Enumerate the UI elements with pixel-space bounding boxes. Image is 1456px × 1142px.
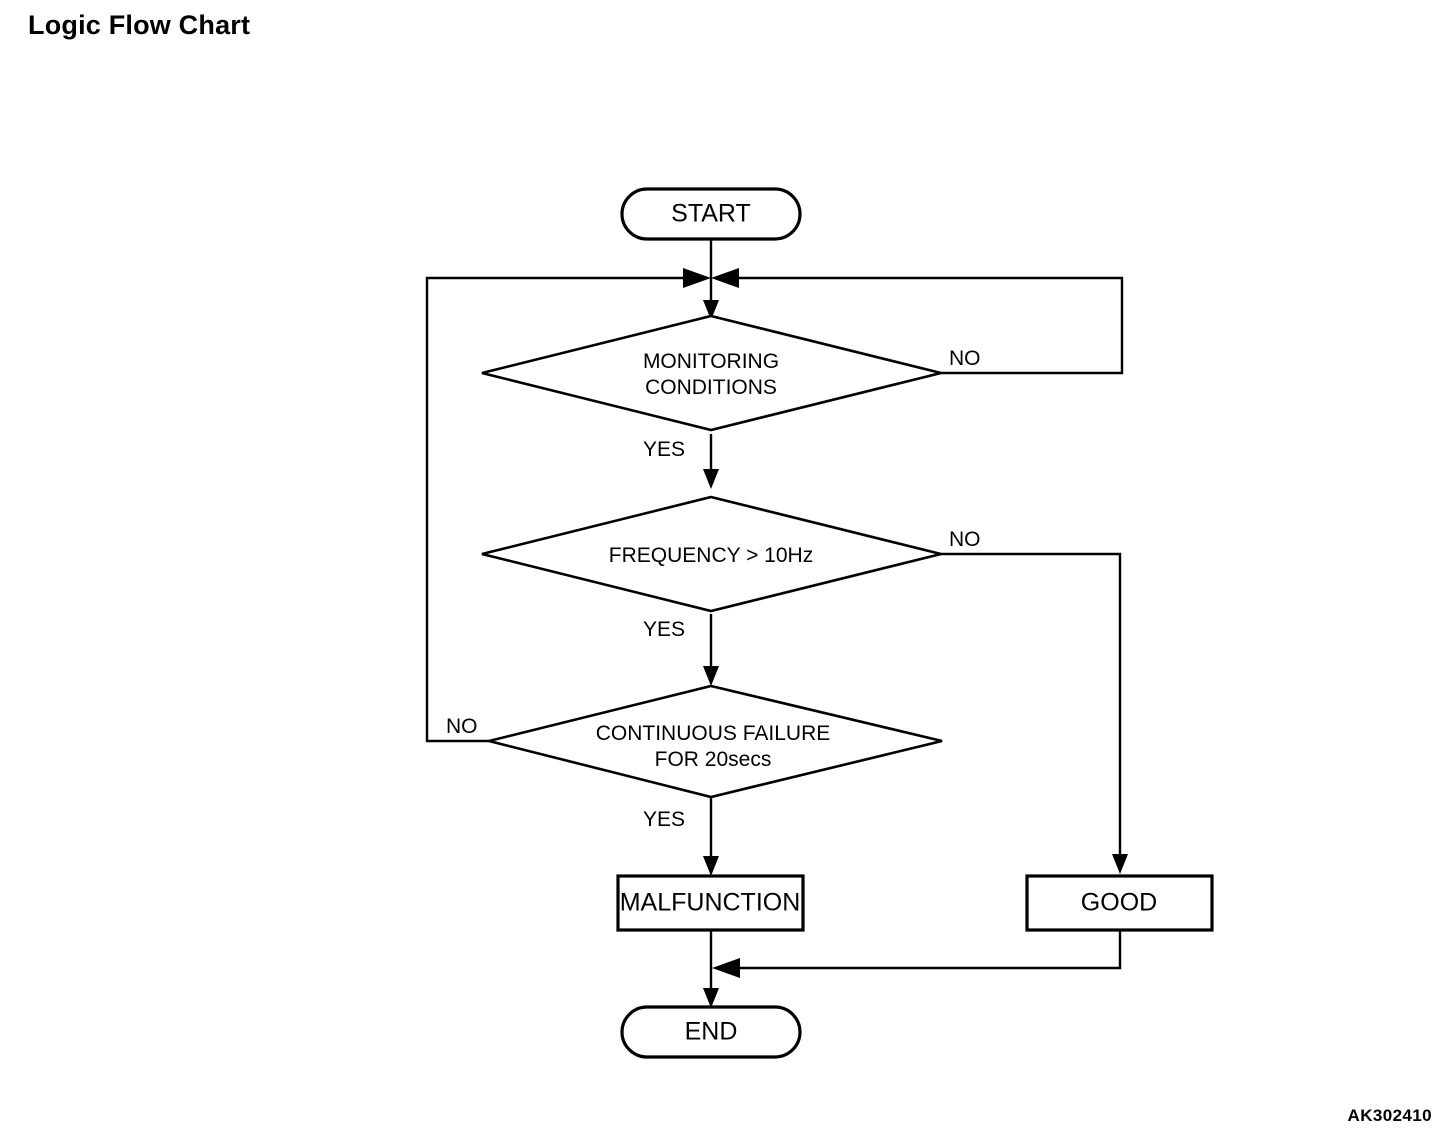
arrowhead-to-end	[703, 988, 719, 1008]
node-good[interactable]	[1025, 874, 1214, 932]
edge-label-continuous-no: NO	[446, 715, 478, 738]
node-end[interactable]	[620, 1005, 802, 1059]
node-continuous-failure[interactable]	[488, 684, 943, 799]
edge-label-monitoring-yes: YES	[643, 438, 685, 461]
arrowhead-to-continuous	[703, 666, 719, 686]
node-start-label: START	[671, 200, 751, 228]
node-end-label: END	[685, 1018, 738, 1046]
node-frequency-label-line1: FREQUENCY > 10Hz	[609, 544, 813, 567]
arrowhead-to-frequency	[703, 469, 719, 489]
page-title: Logic Flow Chart	[28, 10, 251, 40]
edge-label-frequency-yes: YES	[643, 618, 685, 641]
node-continuous-label-line2: FOR 20secs	[655, 748, 772, 771]
edge-monitoring-no-feedback	[722, 276, 1124, 375]
node-malfunction-label: MALFUNCTION	[620, 889, 801, 917]
node-monitoring-conditions[interactable]	[481, 314, 942, 432]
node-start[interactable]	[620, 187, 802, 241]
edge-label-continuous-yes: YES	[643, 808, 685, 831]
arrowhead-right-feedback	[711, 268, 739, 288]
edge-continuous-no-feedback	[425, 276, 700, 743]
node-malfunction[interactable]	[616, 874, 805, 932]
node-monitoring-label-line1: MONITORING	[643, 350, 779, 373]
node-frequency-check[interactable]	[481, 495, 942, 613]
node-monitoring-label-line2: CONDITIONS	[645, 376, 777, 399]
arrowhead-to-good	[1112, 854, 1128, 874]
arrowhead-left-feedback	[683, 268, 711, 288]
edge-frequency-no	[941, 552, 1122, 866]
edge-label-frequency-no: NO	[949, 528, 981, 551]
node-continuous-label-line1: CONTINUOUS FAILURE	[596, 722, 831, 745]
arrowhead-good-merge	[712, 958, 740, 978]
edge-label-monitoring-no: NO	[949, 347, 981, 370]
node-good-label: GOOD	[1081, 889, 1157, 917]
arrowhead-to-malfunction	[703, 856, 719, 876]
arrowhead-to-monitoring	[703, 300, 719, 320]
edge-good-to-end	[723, 930, 1122, 970]
figure-code: AK302410	[1347, 1106, 1432, 1125]
